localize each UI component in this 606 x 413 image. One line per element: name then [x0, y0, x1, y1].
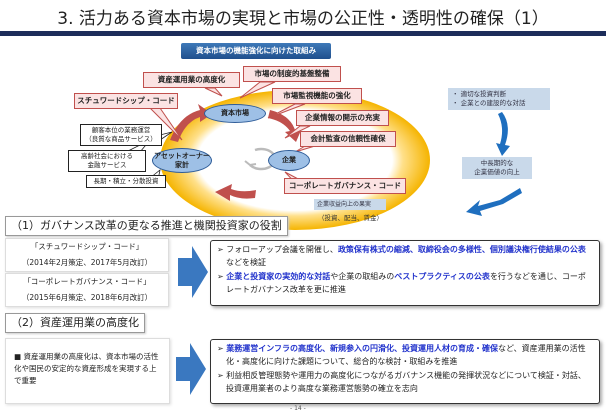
text: を行うなどを通じ、コーポレートガバナンス改革を更に推進 [226, 272, 586, 294]
fruit-subtext: （投資、配当、賃金） [318, 214, 383, 222]
section1-actions-box: ➢ フォローアップ会議を開催し、政策保有株式の縮減、取締役会の多様性、個別議決権… [210, 240, 600, 306]
red-arrow-top-left [170, 104, 212, 142]
label-stewardship-code: スチュワードシップ・コード [74, 93, 178, 109]
diagram-header: 資本市場の機能強化に向けた取組み [181, 43, 331, 59]
stewardship-code-box: 「スチュワードシップ・コード」 （2014年2月策定、2017年5月改訂） [5, 238, 169, 272]
text: や企業の取組みの [330, 272, 395, 281]
text: ➢ 利益相反管理態勢や運用力の高度化につながるガバナンス機能の発揮状況などについ… [217, 371, 586, 393]
text: 企業価値の向上 [474, 168, 520, 176]
big-arrow-2 [176, 343, 206, 395]
big-arrow-1 [178, 246, 208, 298]
blue-arrow-down-left [466, 188, 522, 216]
asset-management-box: ■ 資産運用業の高度化は、資本市場の活性化や国民の安定的な資産形成を実現する上で… [5, 338, 170, 404]
label-asset-management: 資産運用業の高度化 [143, 72, 240, 88]
node-capital-market: 資本市場 [204, 104, 266, 123]
section2-actions-box: ➢ 業務運営インフラの高度化、新規参入の円滑化、投資運用人材の育成・確保など、資… [210, 339, 600, 404]
text: など、資産運用業の活性化・高度化に向けた課題について、総合的な検討・取組みを推進 [226, 344, 586, 366]
label-market-surveillance: 市場監視機能の強化 [272, 88, 362, 104]
text: 中長期的な [480, 159, 514, 167]
text: （良質な商品サービス） [85, 135, 157, 143]
node-asset-owner: アセットオーナー家計 [152, 148, 212, 173]
page-number: - 14 - [290, 405, 306, 412]
text: 「スチュワードシップ・コード」 [30, 242, 144, 251]
text: ・ 企業との建設的な対話 [452, 99, 526, 107]
label-customer-first: 顧客本位の業務運営（良質な商品サービス） [80, 124, 162, 146]
label-audit-reliability: 会計監査の信頼性確保 [300, 131, 396, 147]
text: などを検証 [226, 258, 266, 267]
section1-heading: （1）ガバナンス改革の更なる推進と機関投資家の役割 [5, 216, 288, 236]
text: （2014年2月策定、2017年5月改訂） [21, 258, 153, 267]
text: ➢ フォローアップ会議を開催し、 [217, 245, 338, 254]
text: 顧客本位の業務運営 [91, 126, 151, 134]
label-aging-society: 高齢社会における金融サービス [68, 150, 146, 172]
fruit-box: 企業収益向上の果実 [314, 199, 386, 210]
value-improvement-box: 中長期的な企業価値の向上 [462, 157, 532, 179]
investor-actions-box: ・ 適切な投資判断・ 企業との建設的な対話 [448, 88, 550, 110]
text: 高齢社会における [81, 152, 133, 160]
bullet: ➢ [217, 344, 227, 353]
highlight: 企業と投資家の実効的な対話 [226, 272, 331, 281]
label-governance-code: コーポレートガバナンス・コード [284, 178, 406, 194]
label-long-term-investment: 長期・積立・分散投資 [86, 175, 166, 188]
node-company: 企業 [268, 150, 310, 171]
label-market-infrastructure: 市場の制度的基盤整備 [243, 66, 341, 82]
slide-title: 3. 活力ある資本市場の実現と市場の公正性・透明性の確保（1） [57, 9, 549, 29]
label-disclosure: 企業情報の開示の充実 [296, 110, 389, 126]
bullet: ➢ [217, 272, 227, 281]
title-divider [0, 31, 606, 36]
text: （2015年6月策定、2018年6月改訂） [21, 293, 153, 302]
text: ・ 適切な投資判断 [452, 90, 507, 98]
blue-arrow-down [496, 112, 510, 156]
highlight: 業務運営インフラの高度化、新規参入の円滑化、投資運用人材の育成・確保 [226, 344, 499, 353]
highlight: 政策保有株式の縮減、取締役会の多様性、個別議決権行使結果の公表 [337, 245, 586, 254]
text: アセットオーナー [154, 151, 210, 160]
governance-code-box: 「コーポレートガバナンス・コード」 （2015年6月策定、2018年6月改訂） [5, 273, 169, 307]
text: 「コーポレートガバナンス・コード」 [23, 277, 151, 286]
text: 金融サービス [87, 161, 127, 169]
section2-heading: （2）資産運用業の高度化 [5, 313, 145, 333]
red-arrow-bottom [215, 184, 256, 201]
highlight: ベストプラクティスの公表 [394, 272, 490, 281]
text: 家計 [175, 160, 189, 169]
